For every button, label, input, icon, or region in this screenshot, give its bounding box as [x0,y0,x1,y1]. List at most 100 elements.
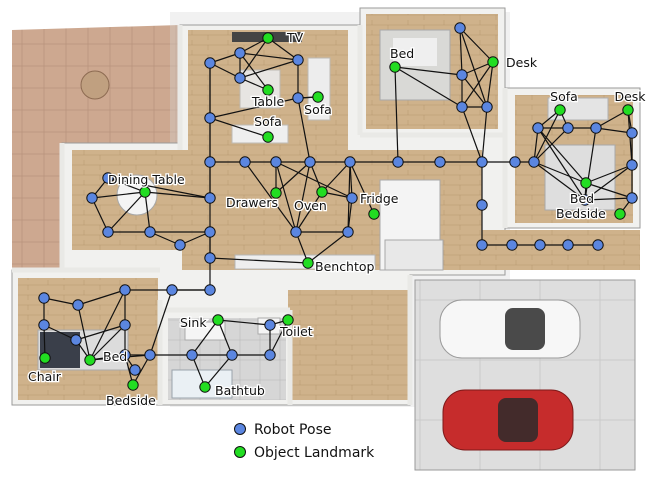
landmark-label-bedside-right: Bedside [556,206,606,221]
pose-edge [75,324,126,341]
robot-pose-node [166,284,178,296]
robot-pose-node [239,156,251,168]
legend-object-landmark-label: Object Landmark [254,445,375,461]
landmark-edge [533,109,561,163]
robot-pose-node [562,239,574,251]
graph-nodes [38,22,638,393]
pose-edge [459,27,463,76]
landmark-edge [239,37,269,79]
laundry-floor [288,290,408,400]
landmark-label-bed-left: Bed [103,349,127,364]
landmark-edge [585,164,633,184]
landmark-label-desk-top: Desk [506,55,538,70]
pose-edge [77,289,126,306]
corridor-floor [480,230,640,270]
landmark-edge [91,191,146,199]
robot-pose-node [476,199,488,211]
robot-pose-node [119,349,131,361]
landmark-label-sofa-living: Sofa [304,102,332,117]
robot-pose-node [509,156,521,168]
robot-pose-node [129,364,141,376]
robot-pose-node [476,156,488,168]
landmark-node-dining-table [139,186,151,198]
pose-edge [91,197,109,233]
landmark-label-oven: Oven [294,198,327,213]
robot-pose-node [204,57,216,69]
landmark-edge [486,61,494,108]
landmark-node-table [262,84,274,96]
robot-pose-node [144,226,156,238]
pose-edge [584,164,633,201]
landmark-edge [595,109,629,129]
robot-pose-node [590,122,602,134]
robot-pose-node [342,226,354,238]
robot-pose-node [204,112,216,124]
landmark-label-bed-right: Bed [570,191,594,206]
pose-edge [43,324,77,341]
robot-pose-node [579,194,591,206]
robot-pose-node [506,239,518,251]
landmark-label-dining-table: Dining Table [108,172,185,187]
pose-edge [537,127,586,201]
landmark-edge [275,161,311,194]
robot-pose-node [476,239,488,251]
robot-pose-node [532,122,544,134]
robot-pose-node [292,92,304,104]
robot-pose-node [454,22,466,34]
landmark-node-toilet [282,314,294,326]
robot-pose-node [626,192,638,204]
landmark-label-bathtub: Bathtub [215,383,265,398]
robot-pose-node [292,54,304,66]
robot-pose-node [186,349,198,361]
landmark-node-bed-left [84,354,96,366]
pose-edge [239,59,299,79]
landmark-edge [89,324,126,361]
landmark-node-sofa-right [554,104,566,116]
landmark-node-sink [212,314,224,326]
robot-pose-node [204,192,216,204]
landmark-edge [217,319,233,356]
robot-pose-node [204,226,216,238]
landmark-label-tv: TV [286,30,304,45]
robot-pose-node [226,349,238,361]
landmark-edge [585,182,633,199]
robot-pose-node [174,239,186,251]
landmark-edge [461,61,494,108]
robot-pose-node [592,239,604,251]
pose-edge [244,161,297,233]
pose-edge [239,52,299,61]
landmark-edge [191,354,206,388]
robot-pose-node [456,69,468,81]
landmark-edge [239,52,269,91]
pose-edge [533,127,569,163]
pose-edge [275,161,297,233]
robot-pose-node [119,284,131,296]
robot-pose-node [534,239,546,251]
robot-pose-node [72,299,84,311]
robot-pose-node [204,284,216,296]
robot-pose-node [204,156,216,168]
landmark-label-drawers: Drawers [226,195,278,210]
pose-edge [149,289,173,356]
landmark-edge [269,319,289,356]
robot-pose-node [626,159,638,171]
robot-pose-node [456,101,468,113]
landmark-node-chair [39,352,51,364]
robot-pose-node [204,252,216,264]
landmark-edge [533,161,587,184]
pose-edge [533,161,586,201]
pose-edge [461,74,488,108]
legend-robot-pose-marker [234,423,246,435]
landmark-edge [295,191,323,233]
landmark-node-benchtop [302,257,314,269]
robot-pose-node [70,334,82,346]
pose-edge [297,97,311,163]
landmark-edge [394,66,463,108]
landmark-edge [307,231,349,264]
landmark-node-desk-top [487,56,499,68]
landmark-edge [204,354,233,388]
landmark-node-sofa-living [312,91,324,103]
robot-pose-node [562,122,574,134]
